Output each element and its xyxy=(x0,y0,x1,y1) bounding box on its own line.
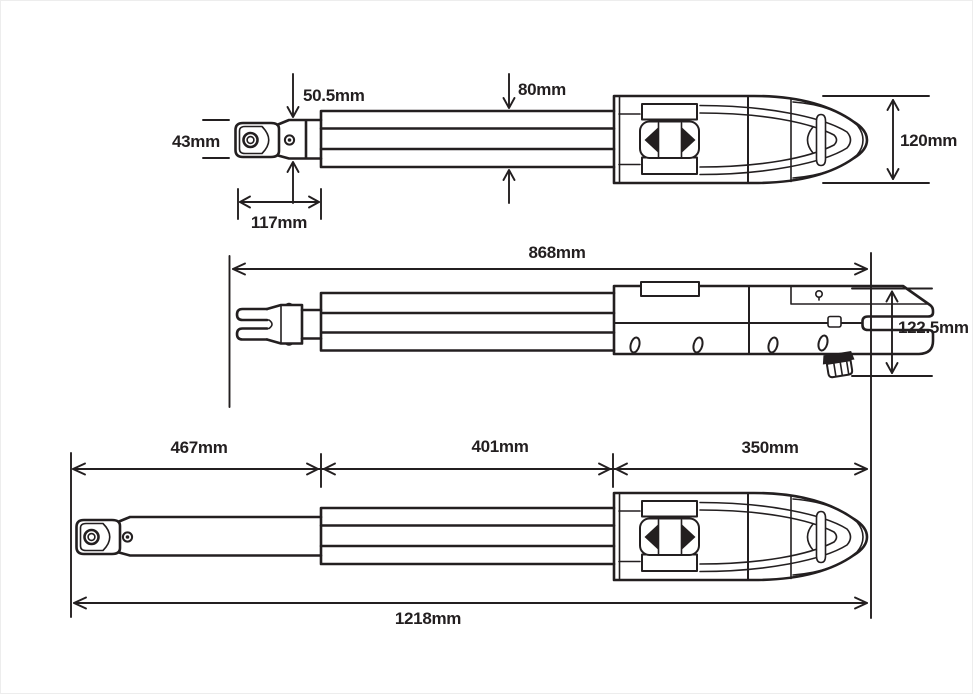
actuator-top-view: 50.5mm 80mm 43mm 117mm xyxy=(172,73,958,232)
dim-extension-lines xyxy=(237,188,322,220)
dim-label-rod-width: 50.5mm xyxy=(303,86,365,105)
outer-tube xyxy=(319,109,616,169)
dim-retracted-length: 868mm xyxy=(228,243,872,619)
fork-throat xyxy=(266,319,273,330)
dim-tick-lines xyxy=(320,453,614,488)
cable-gland xyxy=(822,350,855,379)
front-clevis xyxy=(75,518,122,556)
dim-tube-width: 80mm xyxy=(502,73,566,204)
arrow-right-icon xyxy=(308,195,320,209)
dim-extended-length: 1218mm xyxy=(73,596,868,628)
dim-chain-extended: 467mm 401mm 350mm xyxy=(70,437,868,618)
arrow-left-icon xyxy=(239,195,251,209)
dim-head-width: 120mm xyxy=(822,95,958,184)
outer-tube-side xyxy=(319,291,616,352)
dim-label-retracted-length: 868mm xyxy=(528,243,585,262)
gland-nut xyxy=(825,359,854,379)
release-clip xyxy=(827,315,842,328)
actuator-extended-view: 467mm 401mm 350mm 1218mm xyxy=(70,437,869,628)
rear-cap-step xyxy=(790,285,928,305)
actuator-side-view: 868mm 122.5mm xyxy=(228,243,969,619)
drain-slot xyxy=(692,336,704,354)
fork-prong-top xyxy=(235,307,269,322)
dim-label-motor-section: 350mm xyxy=(741,438,798,457)
arrow-left-icon xyxy=(232,262,246,276)
drain-slot xyxy=(629,336,641,354)
dim-tick-lines xyxy=(202,119,230,159)
arrow-down-icon xyxy=(886,168,900,180)
rod-end-hole-dot xyxy=(125,535,130,539)
dim-front-length: 117mm xyxy=(237,188,322,232)
dim-label-front-length: 117mm xyxy=(251,213,307,232)
dim-extension-lines xyxy=(851,287,933,377)
fork-prong-bottom xyxy=(235,327,269,341)
arrow-down-icon xyxy=(885,362,899,374)
piston-rod-stub xyxy=(300,308,323,340)
arrow-left-icon xyxy=(323,462,336,476)
motor-housing-side xyxy=(612,281,935,379)
extended-rod xyxy=(117,515,323,557)
gland-cap xyxy=(822,350,855,365)
dim-label-tube-width: 80mm xyxy=(518,80,566,99)
arrow-left-icon xyxy=(72,462,86,476)
front-clevis xyxy=(234,121,281,159)
rod-end-hole-dot xyxy=(287,138,292,142)
gland-ribs xyxy=(833,360,850,377)
dim-label-body-height: 122.5mm xyxy=(898,318,969,337)
arrow-right-icon xyxy=(854,462,868,476)
dim-label-tube-section: 401mm xyxy=(471,437,528,456)
dim-label-extended-length: 1218mm xyxy=(395,609,461,628)
rod-end-hole xyxy=(283,134,296,146)
motor-housing xyxy=(612,491,869,582)
motor-housing xyxy=(612,94,869,185)
arrow-up-icon xyxy=(886,99,900,111)
dim-body-height: 122.5mm xyxy=(851,287,969,377)
vent-hole xyxy=(814,289,823,298)
arrow-right-icon xyxy=(306,462,319,476)
dim-label-rod-extension: 467mm xyxy=(170,438,227,457)
arrow-down-icon xyxy=(502,97,516,109)
arrow-up-icon xyxy=(502,169,516,181)
arrow-left-icon xyxy=(73,596,87,610)
rod-end-hole xyxy=(121,531,134,543)
motor-housing-side-outline xyxy=(612,284,935,356)
rear-fork-end xyxy=(235,302,323,346)
arrow-right-icon xyxy=(854,262,868,276)
dim-extension-lines xyxy=(822,95,930,184)
drain-slot xyxy=(767,336,779,354)
fork-body xyxy=(265,303,304,345)
dim-label-head-width: 120mm xyxy=(900,131,957,150)
arrow-left-icon xyxy=(615,462,628,476)
fork-pin-top xyxy=(284,302,294,305)
arrow-right-icon xyxy=(854,596,868,610)
drain-slot xyxy=(817,334,829,352)
rod-end-block xyxy=(276,118,323,160)
arrow-up-icon xyxy=(885,290,899,303)
outer-tube xyxy=(319,506,616,566)
dim-clevis-width: 43mm xyxy=(172,119,230,159)
arrow-up-icon xyxy=(286,161,300,173)
housing-top-tab xyxy=(640,281,700,297)
fork-pin-bottom xyxy=(284,343,294,346)
arrow-down-icon xyxy=(286,106,300,118)
dim-label-clevis-width: 43mm xyxy=(172,132,220,151)
dim-rod-width: 50.5mm xyxy=(286,73,365,204)
arrow-right-icon xyxy=(598,462,611,476)
